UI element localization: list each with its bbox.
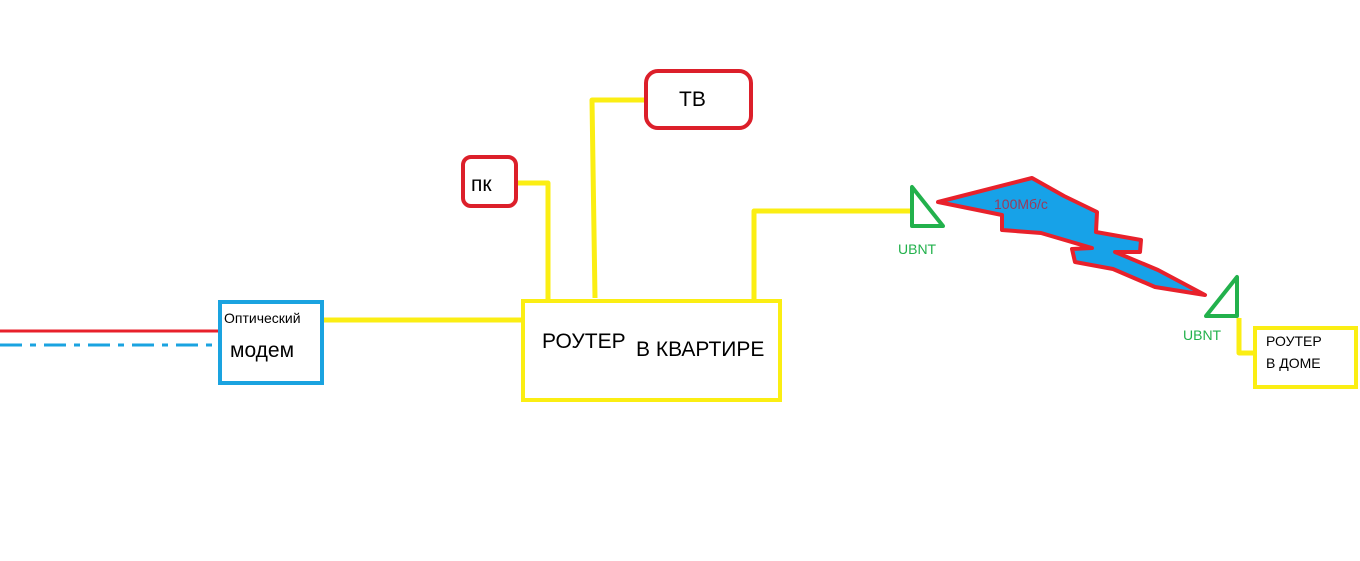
modem-box (218, 300, 324, 385)
optical-modem: Оптический модем (218, 300, 324, 385)
router-house-box (1253, 326, 1358, 389)
tv-label: ТВ (679, 88, 706, 111)
router-house-label-line1: РОУТЕР (1266, 333, 1322, 349)
pc-device: пк (461, 155, 518, 208)
antenna-left-icon (910, 185, 945, 228)
cable-router-antenna (751, 208, 912, 300)
tv-device: ТВ (644, 69, 753, 130)
modem-label-line1: Оптический (224, 310, 301, 326)
router-apartment-label-part2: В КВАРТИРЕ (636, 338, 764, 361)
cable-router-tv (589, 97, 648, 299)
antenna-right-label: UBNT (1183, 327, 1222, 343)
tv-box (644, 69, 753, 130)
antenna-right: UBNT (1183, 275, 1239, 343)
cable-antenna-router-house (1236, 318, 1256, 356)
pc-label: пк (471, 173, 492, 196)
antenna-left-label: UBNT (898, 241, 937, 257)
antenna-left: UBNT (898, 185, 945, 257)
router-apartment: РОУТЕР В КВАРТИРЕ (521, 299, 782, 402)
router-house-label-line2: В ДОМЕ (1266, 355, 1321, 371)
router-house: РОУТЕР В ДОМЕ (1253, 326, 1358, 389)
modem-label-line2: модем (230, 339, 294, 362)
antenna-right-icon (1204, 275, 1239, 318)
cable-router-pc (518, 180, 551, 300)
yellow-cables (322, 97, 1256, 356)
wireless-link: 100Мб/с (936, 176, 1207, 297)
pc-box (461, 155, 518, 208)
lightning-bolt-icon (936, 176, 1207, 297)
link-speed-label: 100Мб/с (994, 196, 1048, 212)
router-apartment-label-part1: РОУТЕР (542, 330, 626, 353)
router-apartment-box (521, 299, 782, 402)
